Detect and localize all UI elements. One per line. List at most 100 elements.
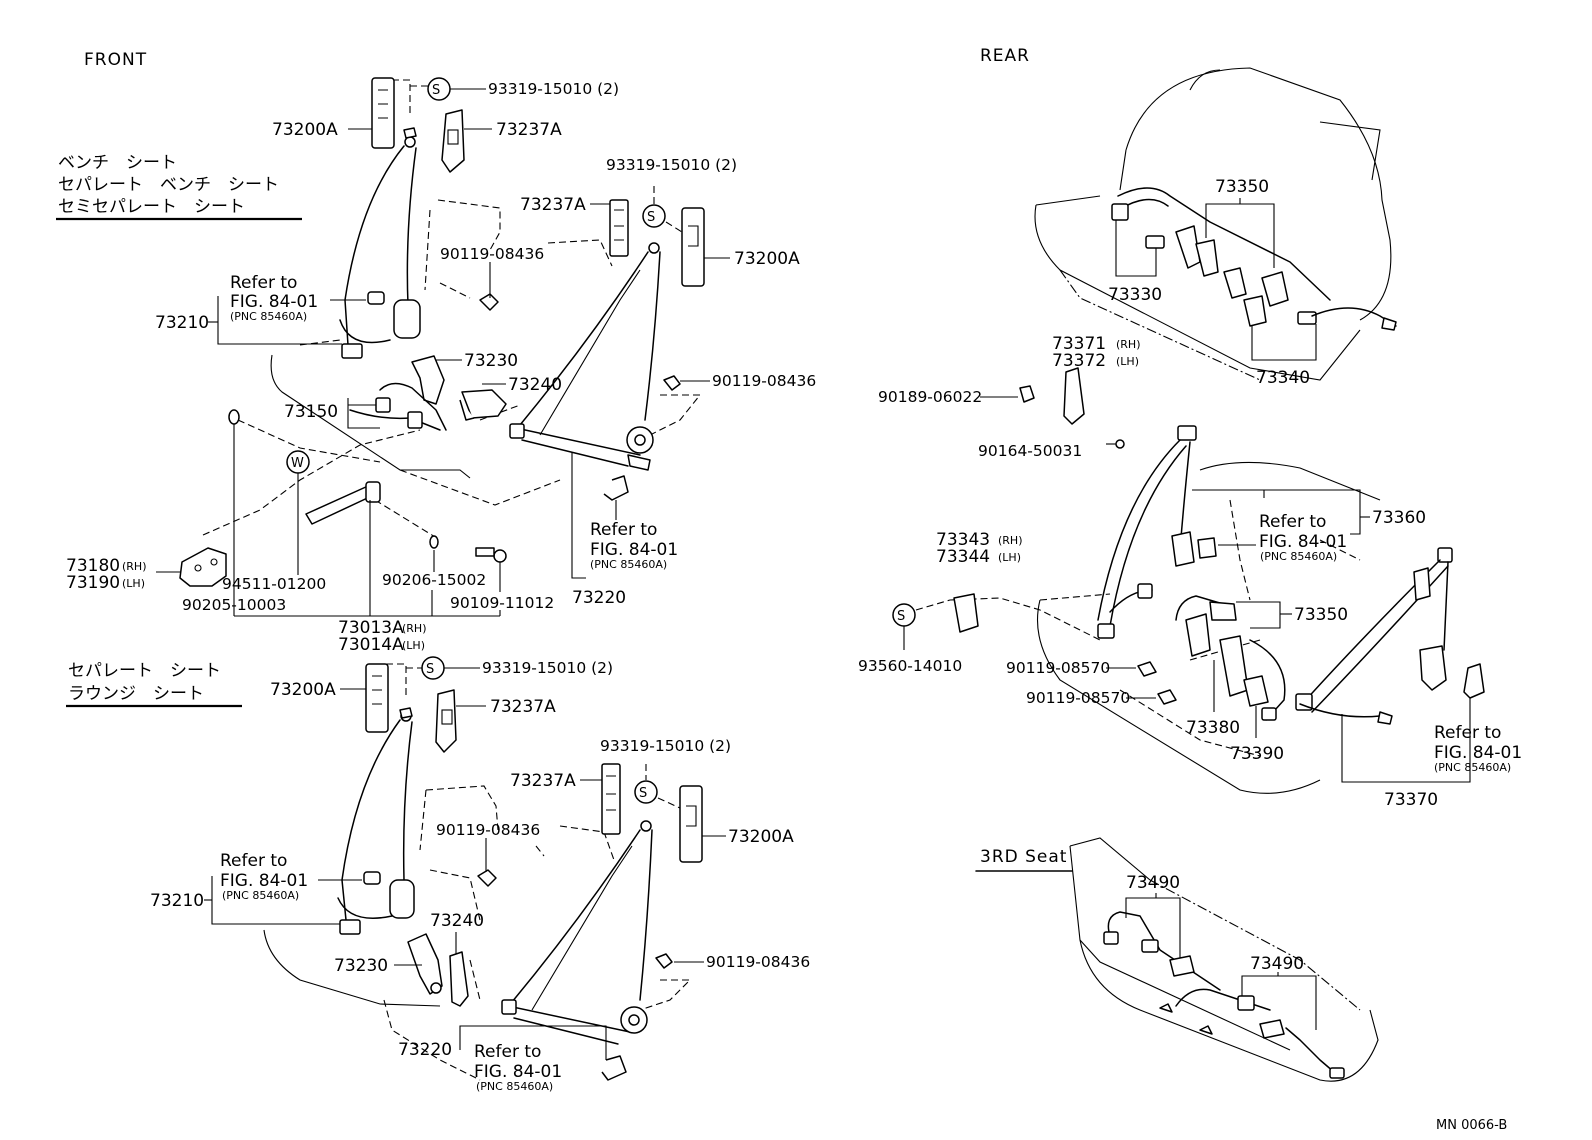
- part-label: 73180: [66, 556, 120, 576]
- part-label: 73390: [1230, 744, 1284, 764]
- s-symbol: S: [647, 210, 655, 225]
- refer-text: (PNC 85460A): [476, 1080, 553, 1093]
- diagram-code: MN 0066-B: [1436, 1118, 1507, 1133]
- refer-text: (PNC 85460A): [1260, 550, 1337, 563]
- front-separate-labels: 93319-15010 (2) 73200A 73237A 93319-1501…: [150, 659, 810, 1093]
- part-label: 73200A: [734, 249, 800, 269]
- refer-text: (PNC 85460A): [1434, 761, 1511, 774]
- part-label: 73490: [1250, 954, 1304, 974]
- front-heading: FRONT: [84, 50, 147, 70]
- part-label: 90206-15002: [382, 571, 486, 589]
- refer-text: FIG. 84-01: [590, 540, 678, 560]
- part-label: 90119-08436: [440, 245, 544, 263]
- part-label: 73370: [1384, 790, 1438, 810]
- seat-type-separate: セパレート シート ラウンジ シート: [66, 661, 242, 708]
- rh-suffix: (RH): [1116, 338, 1141, 351]
- s-symbol: S: [897, 609, 905, 624]
- part-label: 90119-08436: [712, 372, 816, 390]
- part-label: 90119-08436: [436, 821, 540, 839]
- rh-suffix: (RH): [122, 560, 147, 573]
- part-label: 93319-15010 (2): [600, 737, 731, 755]
- refer-text: Refer to: [220, 851, 287, 871]
- part-label: 73200A: [272, 120, 338, 140]
- part-label: 73360: [1372, 508, 1426, 528]
- rh-suffix: (RH): [402, 622, 427, 635]
- refer-text: FIG. 84-01: [220, 871, 308, 891]
- part-label: 73014A: [338, 635, 404, 655]
- part-label: 73237A: [510, 771, 576, 791]
- refer-text: Refer to: [1434, 723, 1501, 743]
- refer-text: (PNC 85460A): [222, 889, 299, 902]
- part-label: 73190: [66, 573, 120, 593]
- refer-text: FIG. 84-01: [230, 292, 318, 312]
- refer-text: FIG. 84-01: [1259, 532, 1347, 552]
- part-label: 73150: [284, 402, 338, 422]
- part-label: 90119-08436: [706, 953, 810, 971]
- s-symbol: S: [639, 786, 647, 801]
- part-label: 90119-08570: [1026, 689, 1130, 707]
- part-label: 93319-15010 (2): [482, 659, 613, 677]
- part-label: 73240: [430, 911, 484, 931]
- refer-text: (PNC 85460A): [230, 310, 307, 323]
- part-label: 73240: [508, 375, 562, 395]
- part-label: 94511-01200: [222, 575, 326, 593]
- rear-heading: REAR: [980, 46, 1030, 66]
- rear-upper-labels: 73350 73330 73340 73371 (RH) 73372 (LH): [1052, 177, 1317, 388]
- lh-suffix: (LH): [402, 639, 425, 652]
- part-label: 90189-06022: [878, 388, 982, 406]
- refer-text: Refer to: [1259, 512, 1326, 532]
- rear-upper-drawing: [1034, 67, 1397, 381]
- refer-text: Refer to: [474, 1042, 541, 1062]
- front-bench-drawing: W S S: [179, 77, 705, 587]
- seat-type-bench: ベンチ シート セパレート ベンチ シート セミセパレート シート: [56, 153, 302, 221]
- seat-type-line: セパレート ベンチ シート: [58, 175, 279, 195]
- refer-text: Refer to: [590, 520, 657, 540]
- seat-type-line: セパレート シート: [68, 661, 221, 681]
- part-label: 93319-15010 (2): [488, 80, 619, 98]
- w-symbol: W: [291, 456, 304, 471]
- part-label: 73350: [1215, 177, 1269, 197]
- part-label: 73220: [572, 588, 626, 608]
- part-label: 73380: [1186, 718, 1240, 738]
- part-label: 73340: [1256, 368, 1310, 388]
- part-label: 90205-10003: [182, 596, 286, 614]
- part-label: 73230: [334, 956, 388, 976]
- part-label: 90164-50031: [978, 442, 1082, 460]
- part-label: 73343: [936, 530, 990, 550]
- part-label: 73344: [936, 547, 990, 567]
- third-seat-heading: 3RD Seat: [980, 847, 1067, 867]
- part-label: 73371: [1052, 334, 1106, 354]
- part-label: 73237A: [490, 697, 556, 717]
- part-label: 73350: [1294, 605, 1348, 625]
- seat-type-line: セミセパレート シート: [58, 197, 245, 217]
- part-label: 73210: [155, 313, 209, 333]
- part-label: 90109-11012: [450, 594, 554, 612]
- rear-middle-labels: 90189-06022 90164-50031 73360 Refer to F…: [858, 388, 1522, 810]
- part-label: 73490: [1126, 873, 1180, 893]
- refer-text: FIG. 84-01: [1434, 743, 1522, 763]
- part-label: 73237A: [520, 195, 586, 215]
- lh-suffix: (LH): [998, 551, 1021, 564]
- third-seat-drawing: [1069, 837, 1379, 1082]
- s-symbol: S: [426, 662, 434, 677]
- third-seat-labels: 73490 73490: [1125, 873, 1317, 1030]
- part-label: 93319-15010 (2): [606, 156, 737, 174]
- seat-type-line: ラウンジ シート: [68, 684, 204, 704]
- part-label: 73220: [398, 1040, 452, 1060]
- part-label: 93560-14010: [858, 657, 962, 675]
- part-label: 73237A: [496, 120, 562, 140]
- refer-text: (PNC 85460A): [590, 558, 667, 571]
- part-label: 90119-08570: [1006, 659, 1110, 677]
- lh-suffix: (LH): [122, 577, 145, 590]
- part-label: 73230: [464, 351, 518, 371]
- part-label: 73372: [1052, 351, 1106, 371]
- refer-text: Refer to: [230, 273, 297, 293]
- front-separate-drawing: S S: [263, 656, 703, 1081]
- part-label: 73210: [150, 891, 204, 911]
- refer-text: FIG. 84-01: [474, 1062, 562, 1082]
- part-label: 73200A: [728, 827, 794, 847]
- lh-suffix: (LH): [1116, 355, 1139, 368]
- front-bench-labels: 93319-15010 (2) 73200A 73237A 93319-1501…: [66, 80, 816, 655]
- rh-suffix: (RH): [998, 534, 1023, 547]
